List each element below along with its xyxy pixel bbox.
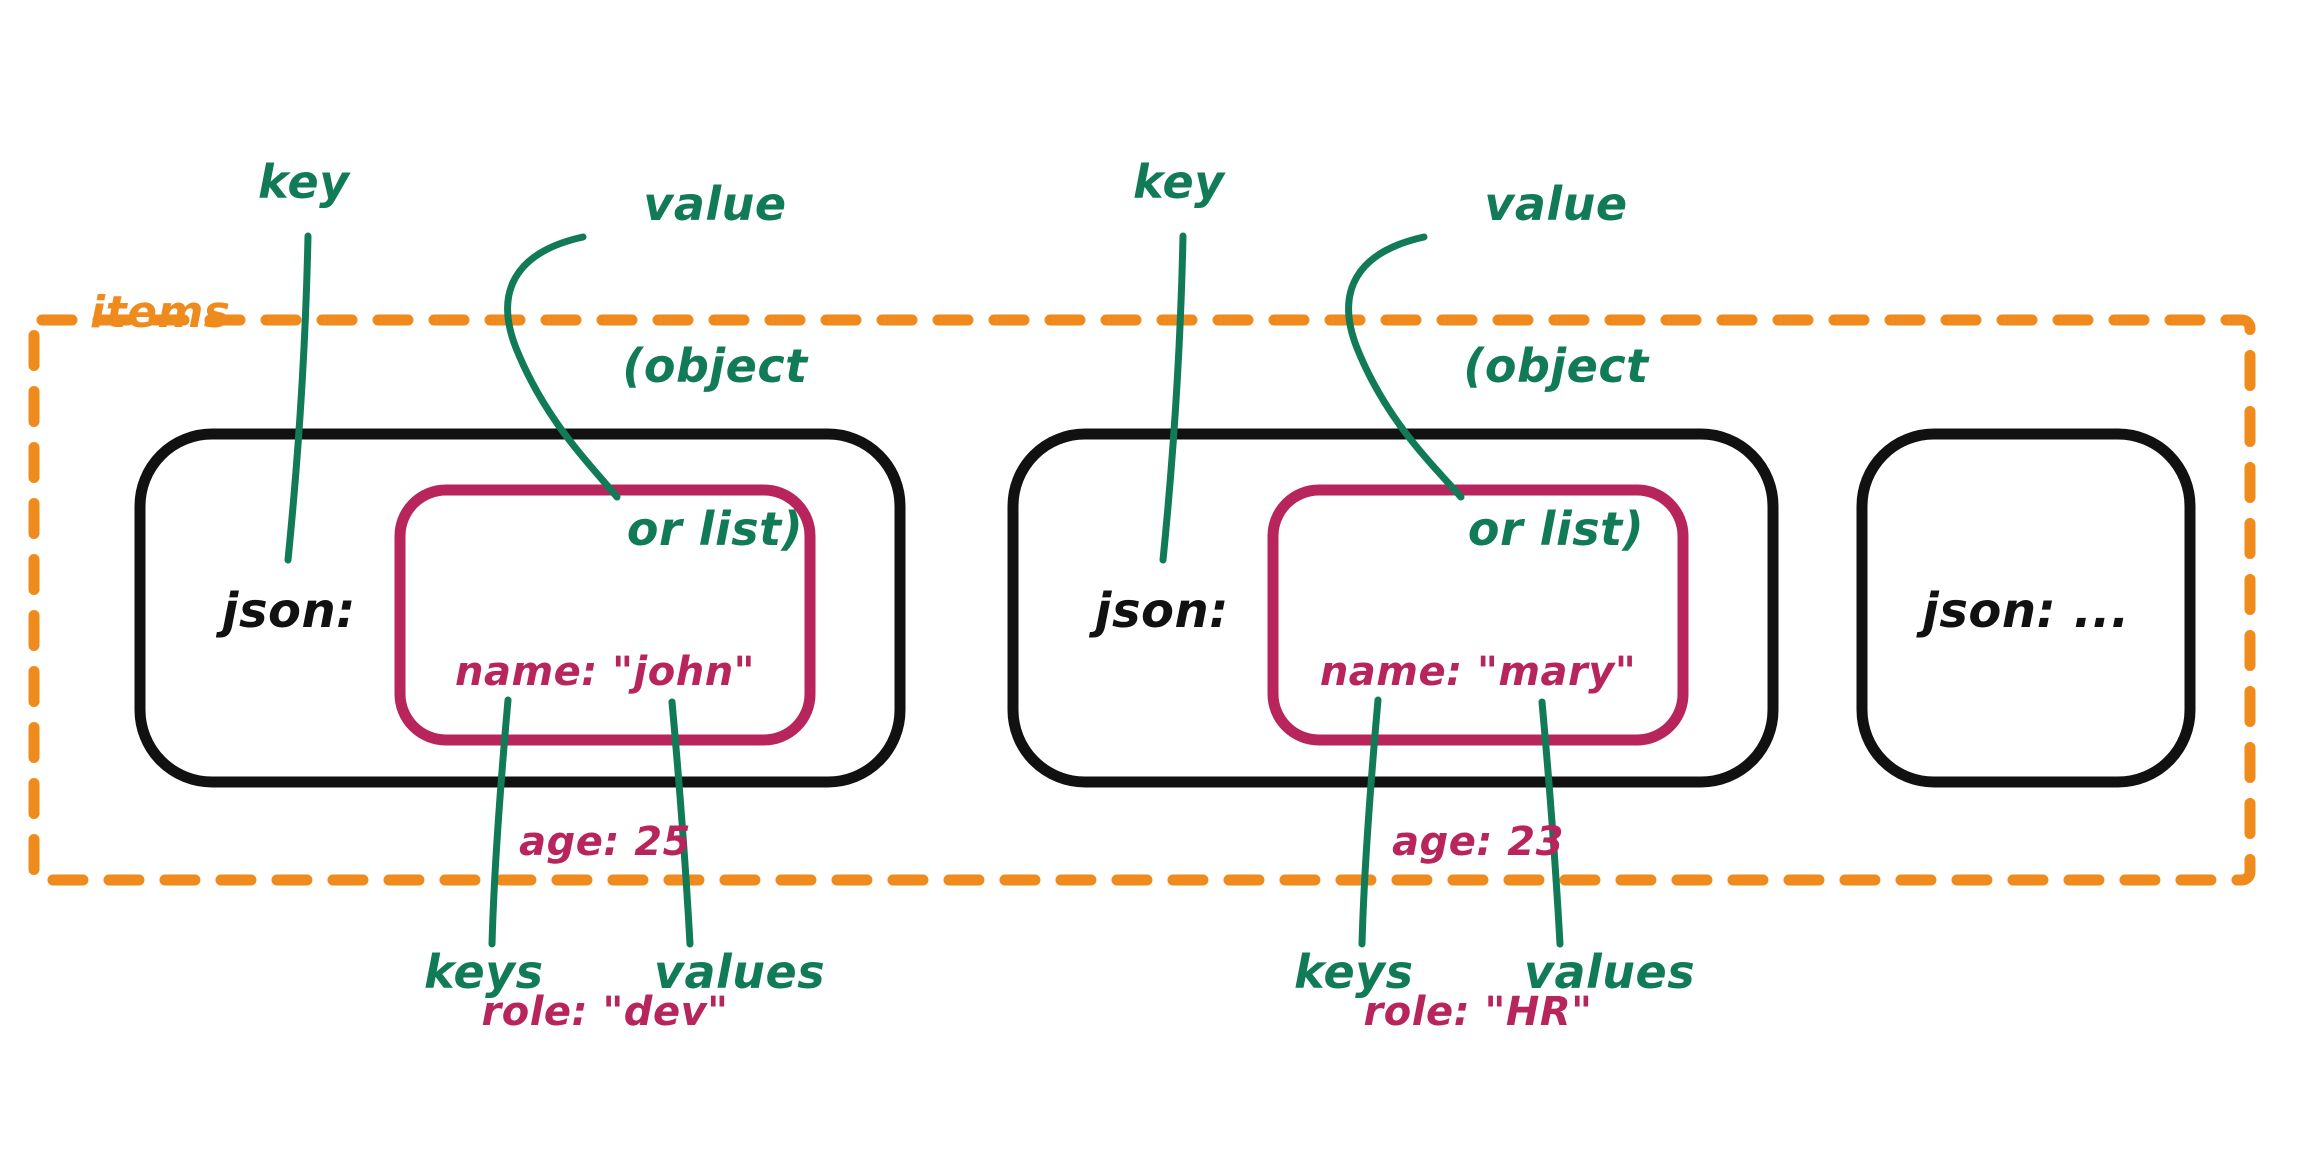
item-value-box-1 <box>394 484 816 746</box>
item-field-2-2: role: "HR" <box>1363 989 1593 1036</box>
leader-keys-1 <box>488 696 512 948</box>
value-annotation-2-line-2: (object <box>1463 339 1649 394</box>
leader-key-2 <box>1159 232 1187 564</box>
item-value-content-1: name: "john" age: 25 role: "dev" <box>400 530 810 1155</box>
leader-values-2 <box>1538 698 1564 948</box>
leader-keys-2 <box>1358 696 1382 948</box>
value-annotation-2-line-1: value <box>1484 176 1628 231</box>
key-annotation-2: key <box>1133 155 1225 209</box>
key-annotation-1: key <box>258 155 350 209</box>
leader-value-2 <box>1345 233 1465 501</box>
keys-annotation-2: keys <box>1294 945 1414 999</box>
values-annotation-1: values <box>654 945 826 999</box>
diagram-vector-layer <box>28 232 2256 948</box>
item-value-content-2: name: "mary" age: 23 role: "HR" <box>1273 530 1683 1155</box>
value-annotation-1-line-3: or list) <box>626 502 804 557</box>
keys-annotation-1: keys <box>424 945 544 999</box>
item-key-label-1: json: <box>222 583 356 639</box>
diagram-canvas: items key value (object or list) keys va… <box>28 68 2256 1036</box>
item-card-outer-3 <box>1856 428 2196 788</box>
item-value-box-2 <box>1267 484 1689 746</box>
value-annotation-2: value (object or list) <box>1441 68 1671 665</box>
items-container-label: items <box>90 287 231 338</box>
item-field-2-1: age: 23 <box>1392 818 1564 865</box>
item-field-2-0: name: "mary" <box>1319 648 1637 695</box>
value-annotation-2-line-3: or list) <box>1467 502 1645 557</box>
item-key-label-2: json: <box>1095 583 1229 639</box>
item-field-1-2: role: "dev" <box>481 989 729 1036</box>
value-annotation-1-line-2: (object <box>622 339 808 394</box>
item-field-1-1: age: 25 <box>519 818 691 865</box>
leader-values-1 <box>668 698 694 948</box>
item-key-label-3: json: ... <box>1922 583 2130 639</box>
value-annotation-1: value (object or list) <box>600 68 830 665</box>
items-container-border <box>28 314 2256 886</box>
leader-value-1 <box>504 233 621 501</box>
item-field-1-0: name: "john" <box>454 648 756 695</box>
values-annotation-2: values <box>1524 945 1696 999</box>
leader-key-1 <box>284 232 312 564</box>
value-annotation-1-line-1: value <box>643 176 787 231</box>
